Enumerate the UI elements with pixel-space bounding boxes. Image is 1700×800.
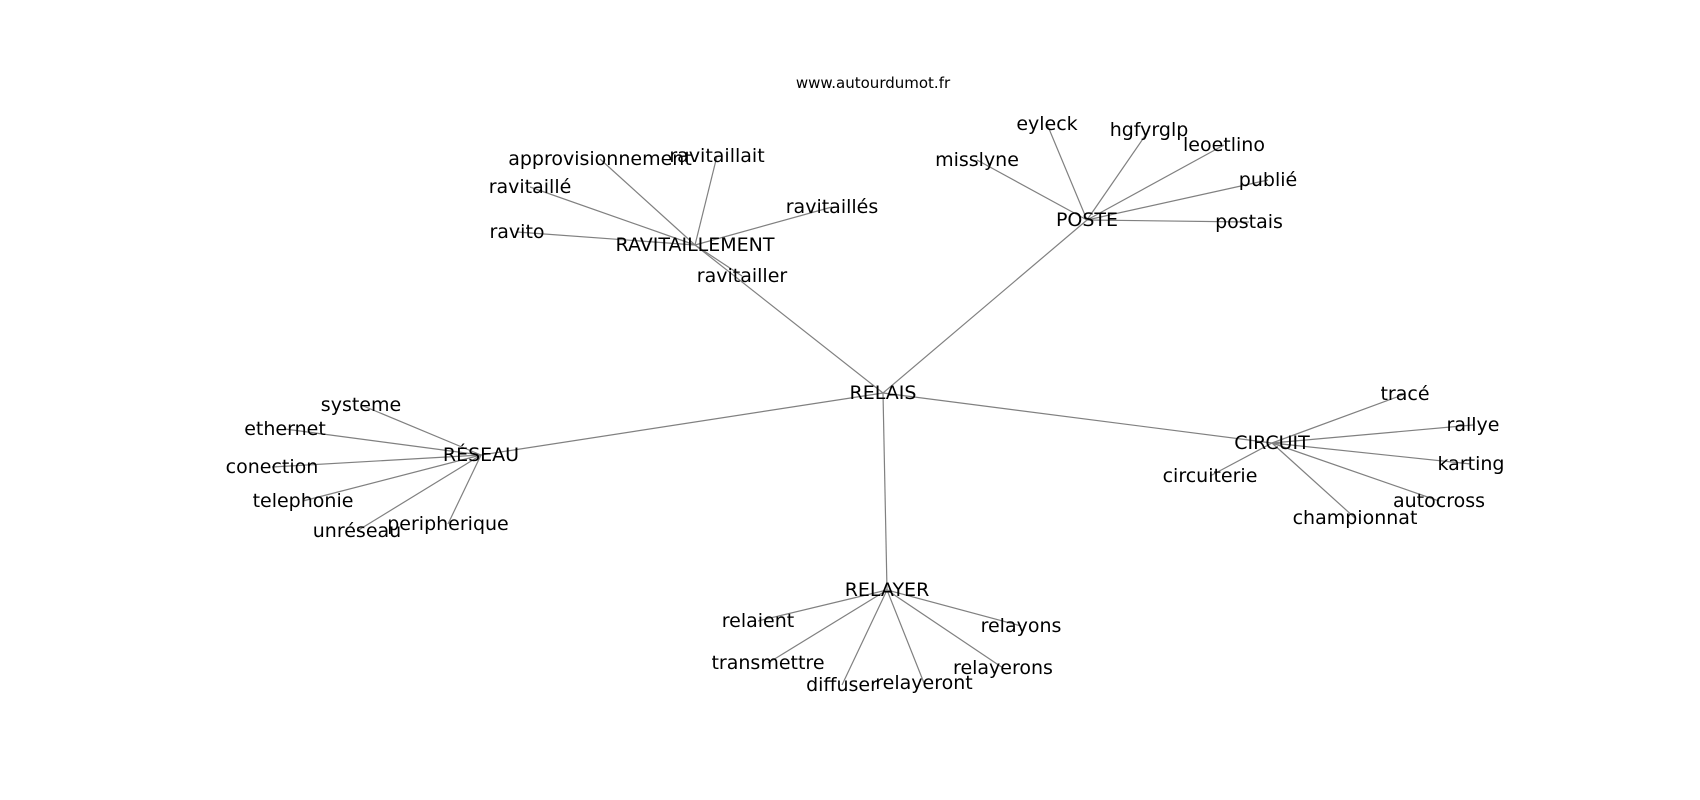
leaf-node-ravitailles: ravitaillés [786,196,879,218]
leaf-node-transmettre: transmettre [711,652,824,674]
leaf-node-telephonie: telephonie [253,490,354,512]
edge-poste-publie [1086,179,1269,221]
edge-relais-reseau [480,392,884,456]
edge-poste-hgfyrglp [1086,129,1150,221]
edge-ravitaillement-ravitaille [529,186,696,246]
edge-circuit-trace [1271,393,1406,444]
leaf-node-publie: publié [1239,169,1297,191]
leaf-node-systeme: systeme [321,394,401,416]
edge-circuit-championnat [1271,442,1356,519]
edge-poste-leoetlino [1086,144,1225,221]
edge-reseau-ethernet [284,428,482,456]
leaf-node-rallye: rallye [1447,414,1500,436]
hub-node-reseau: RÉSEAU [443,443,519,466]
graph-labels: RELAISRAVITAILLEMENTapprovisionnementrav… [226,113,1505,696]
leaf-node-approvisionnement: approvisionnement [508,148,692,170]
hub-node-relayer: RELAYER [845,579,930,601]
hub-node-poste: POSTE [1056,209,1118,231]
leaf-node-ravitaille: ravitaillé [489,176,572,198]
leaf-node-hgfyrglp: hgfyrglp [1110,119,1189,141]
edge-reseau-unreseau [356,454,482,532]
leaf-node-peripherique: peripherique [387,513,509,535]
leaf-node-ethernet: ethernet [244,418,326,440]
edge-ravitaillement-ravitailler [694,244,743,277]
edge-reseau-systeme [360,404,482,456]
edge-reseau-peripherique [447,454,482,525]
edge-relais-relayer [882,392,888,591]
edge-reseau-conection [271,454,482,468]
leaf-node-unreseau: unréseau [313,520,401,542]
edge-relais-ravitaillement [694,244,884,394]
edge-ravitaillement-ravitaillait [694,155,718,246]
leaf-node-relayeront: relayeront [875,672,972,694]
leaf-node-ravito: ravito [489,221,544,243]
edge-circuit-rallye [1271,424,1474,444]
leaf-node-diffuser: diffuser [806,674,878,696]
edge-relayer-transmettre [767,589,888,664]
edge-reseau-telephonie [302,454,482,502]
edge-relayer-relaient [757,589,888,622]
edge-poste-eyleck [1046,123,1088,221]
leaf-node-postais: postais [1215,211,1283,233]
edge-ravitaillement-ravitailles [694,206,833,246]
edge-relais-poste [882,219,1088,394]
leaf-node-conection: conection [226,456,319,478]
leaf-node-circuiterie: circuiterie [1163,465,1258,487]
leaf-node-ravitaillait: ravitaillait [669,145,764,167]
leaf-node-ravitailler: ravitailler [697,265,788,287]
graph-edges [271,123,1474,686]
edge-circuit-karting [1271,442,1472,465]
hub-node-ravitaillement: RAVITAILLEMENT [616,234,775,256]
edge-relayer-relayeront [886,589,925,684]
root-node-label: RELAIS [850,382,917,404]
edge-relayer-relayons [886,589,1022,627]
edge-relayer-diffuser [841,589,888,686]
leaf-node-relaient: relaient [722,610,794,632]
leaf-node-eyleck: eyleck [1016,113,1077,135]
leaf-node-relayerons: relayerons [953,657,1053,679]
leaf-node-autocross: autocross [1393,490,1485,512]
edge-ravitaillement-approvisionnement [599,158,696,246]
leaf-node-misslyne: misslyne [935,149,1019,171]
edge-relayer-relayerons [886,589,1004,669]
edge-ravitaillement-ravito [516,231,696,246]
edge-circuit-autocross [1271,442,1440,502]
edge-poste-postais [1086,219,1250,223]
leaf-node-championnat: championnat [1293,507,1418,529]
edge-poste-misslyne [976,159,1088,221]
edge-circuit-circuiterie [1209,442,1273,477]
hub-node-circuit: CIRCUIT [1234,432,1310,454]
leaf-node-relayons: relayons [981,615,1062,637]
leaf-node-trace: tracé [1380,383,1429,405]
edge-relais-circuit [882,392,1273,444]
watermark-text: www.autourdumot.fr [796,74,951,92]
leaf-node-leoetlino: leoetlino [1183,134,1265,156]
leaf-node-karting: karting [1438,453,1505,475]
